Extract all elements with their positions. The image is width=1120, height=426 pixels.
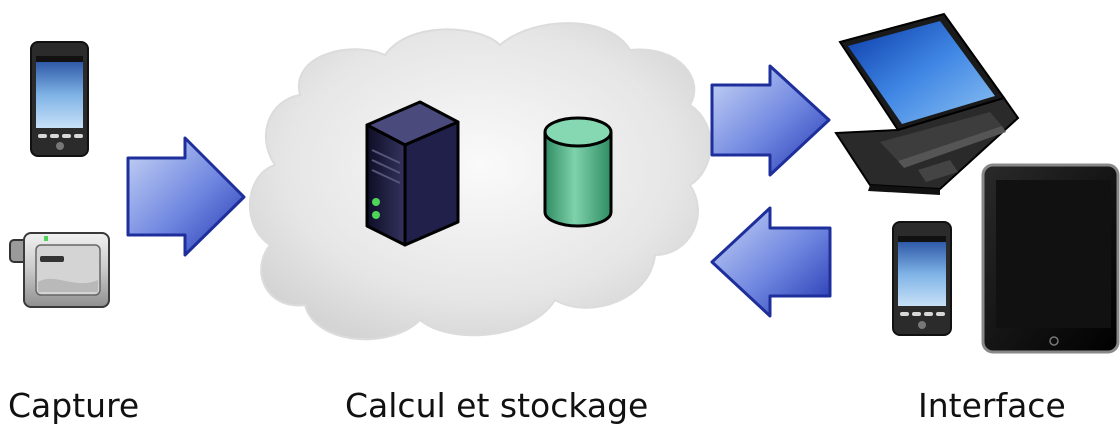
laptop-icon	[834, 12, 1020, 195]
cloud-icon	[248, 22, 712, 341]
arrow-right-icon	[126, 136, 246, 257]
database-icon	[543, 116, 613, 228]
arrow-left-icon	[710, 206, 832, 318]
camcorder-icon	[9, 232, 110, 308]
label-capture: Capture	[8, 386, 140, 425]
label-calcul-et-stockage: Calcul et stockage	[345, 386, 649, 425]
label-interface: Interface	[918, 386, 1066, 425]
smartphone-icon	[30, 41, 89, 157]
smartphone-icon	[892, 221, 952, 336]
tablet-icon	[981, 163, 1120, 354]
arrow-right-icon	[710, 64, 831, 177]
server-icon	[365, 100, 460, 247]
